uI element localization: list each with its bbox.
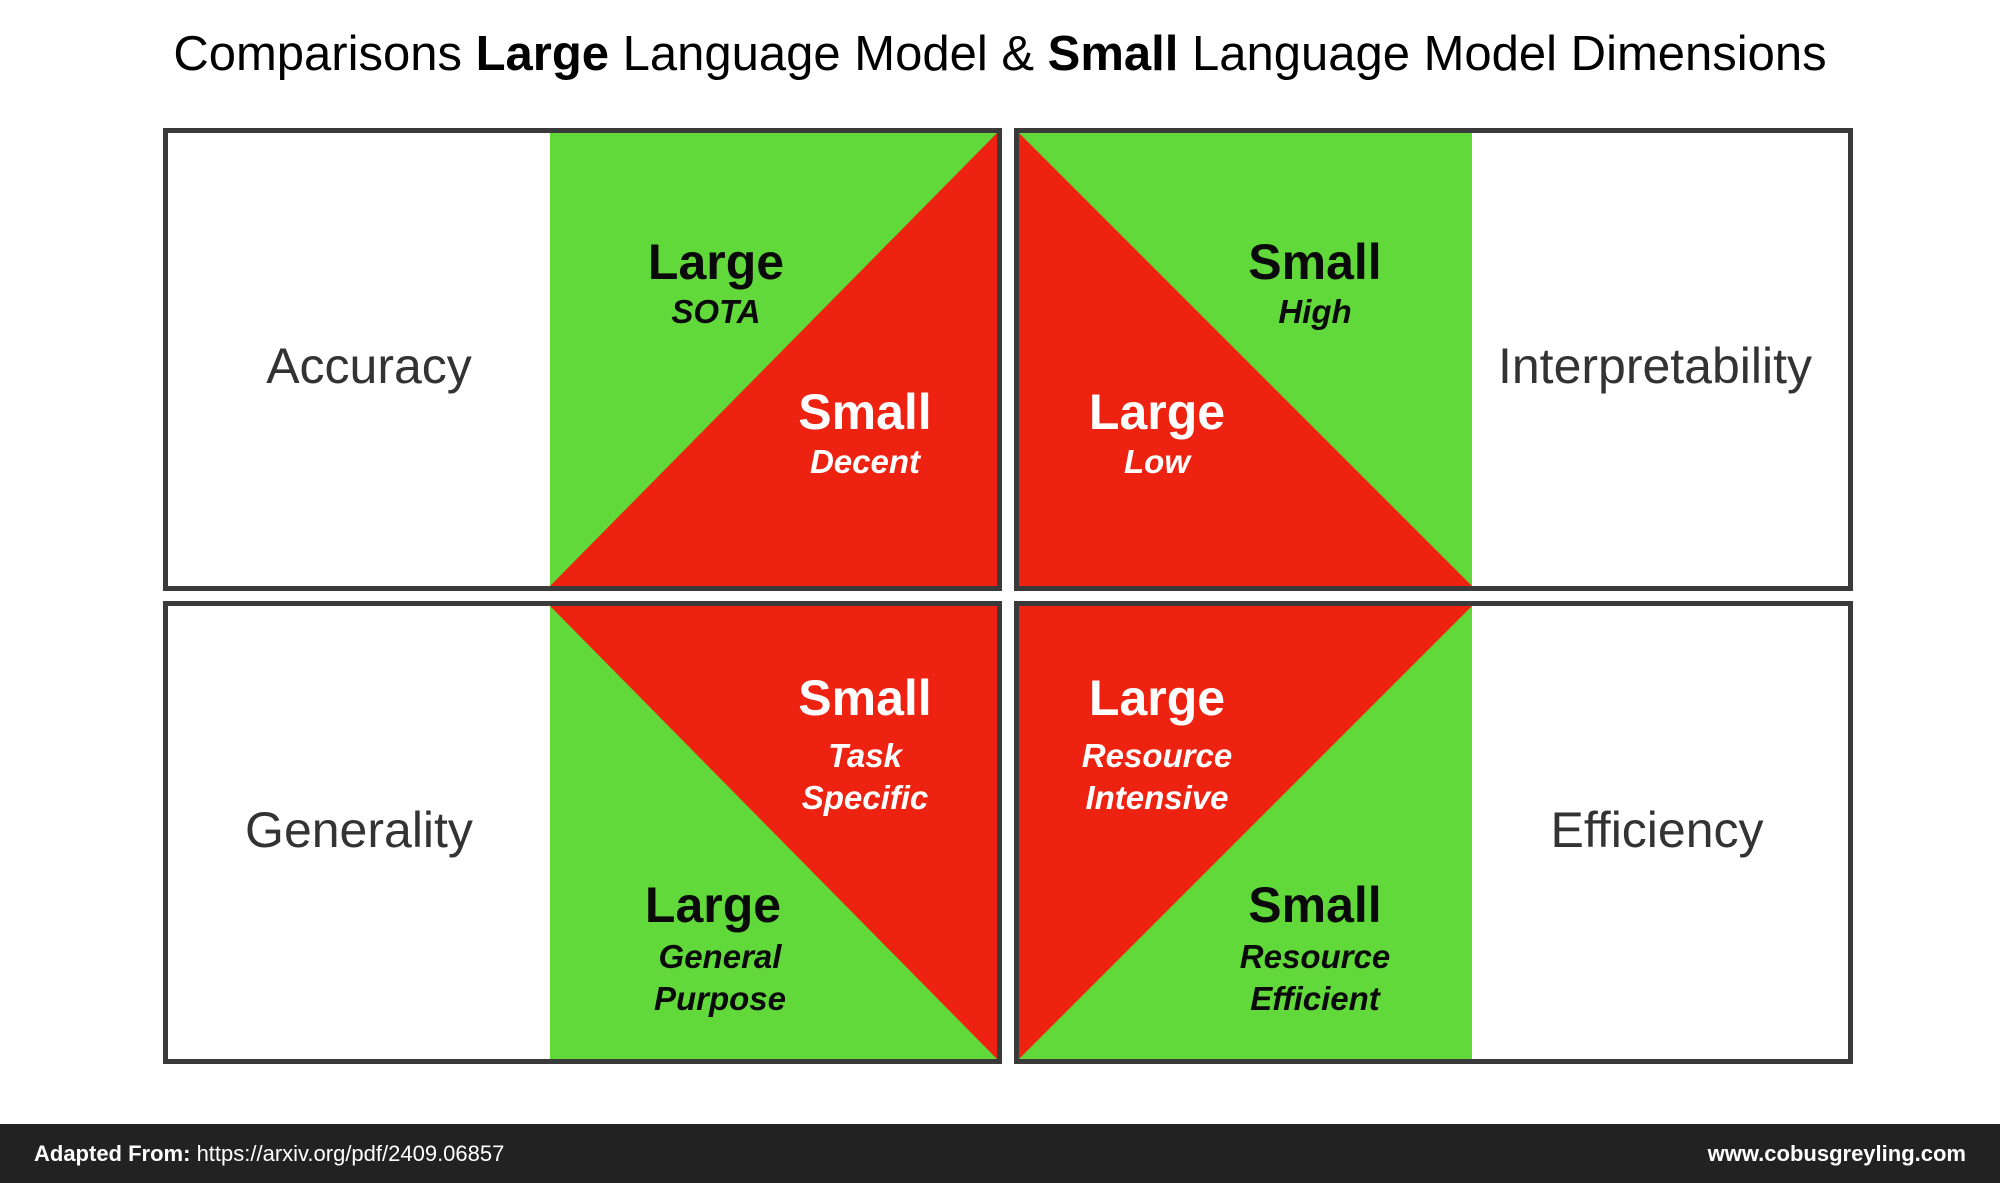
efficiency-small-value-line2: Efficient	[1250, 980, 1380, 1017]
website-link[interactable]: www.cobusgreyling.com	[1707, 1140, 1966, 1166]
interpretability-dimension-label: Interpretability	[1497, 338, 1813, 394]
generality-dimension-label: Generality	[245, 802, 473, 858]
efficiency-comparison-graphic	[1019, 606, 1472, 1059]
generality-large-value-line1: General	[658, 938, 782, 975]
generality-large-label: Large General Purpose	[640, 876, 786, 1020]
generality-small-model: Small	[798, 670, 932, 726]
source-url-link[interactable]: https://arxiv.org/pdf/2409.06857	[190, 1140, 505, 1166]
footer-bar: Adapted From: https://arxiv.org/pdf/2409…	[0, 1124, 2000, 1183]
efficiency-small-model: Small	[1248, 877, 1382, 933]
efficiency-small-value-line1: Resource	[1239, 938, 1391, 975]
generality-large-model: Large	[644, 877, 782, 933]
efficiency-large-value-line2: Intensive	[1085, 779, 1229, 816]
accuracy-large-model: Large	[647, 234, 785, 290]
accuracy-small-label: Small Decent	[798, 383, 931, 483]
accuracy-red-triangle	[550, 133, 997, 586]
efficiency-red-triangle	[1019, 606, 1472, 1059]
interpretability-large-value: Low	[1124, 443, 1190, 480]
accuracy-dimension-label: Accuracy	[266, 338, 472, 394]
efficiency-large-value-line1: Resource	[1081, 737, 1233, 774]
interpretability-red-triangle	[1019, 133, 1472, 586]
generality-panel: Generality Small Task Specific Large Gen…	[163, 601, 1002, 1064]
interpretability-panel: Interpretability Small High Large Low	[1014, 128, 1853, 591]
interpretability-small-label: Small High	[1248, 233, 1381, 333]
page-title: Comparisons Large Language Model & Small…	[173, 27, 1827, 81]
efficiency-dimension-label: Efficiency	[1550, 802, 1764, 858]
generality-small-value-line1: Task	[828, 737, 902, 774]
generality-large-value-line2: Purpose	[653, 980, 787, 1017]
efficiency-small-label: Small Resource Efficient	[1240, 876, 1390, 1020]
accuracy-large-label: Large SOTA	[648, 233, 784, 333]
accuracy-small-model: Small	[798, 384, 932, 440]
accuracy-panel: Accuracy Large SOTA Small Decent	[163, 128, 1002, 591]
generality-red-triangle	[550, 606, 997, 1059]
accuracy-small-value: Decent	[809, 443, 921, 480]
accuracy-large-value: SOTA	[671, 293, 761, 330]
efficiency-large-model: Large	[1088, 670, 1226, 726]
generality-small-label: Small Task Specific	[798, 669, 931, 819]
interpretability-large-model: Large	[1088, 384, 1226, 440]
accuracy-comparison-graphic	[550, 133, 997, 586]
generality-comparison-graphic	[550, 606, 997, 1059]
source-credit: Adapted From: https://arxiv.org/pdf/2409…	[34, 1141, 504, 1167]
efficiency-large-label: Large Resource Intensive	[1082, 669, 1232, 819]
efficiency-panel: Efficiency Large Resource Intensive Smal…	[1014, 601, 1853, 1064]
interpretability-small-value: High	[1278, 293, 1352, 330]
interpretability-comparison-graphic	[1019, 133, 1472, 586]
generality-small-value-line2: Specific	[801, 779, 929, 816]
interpretability-large-label: Large Low	[1089, 383, 1225, 483]
source-label: Adapted From:	[34, 1140, 191, 1166]
interpretability-small-model: Small	[1248, 234, 1382, 290]
